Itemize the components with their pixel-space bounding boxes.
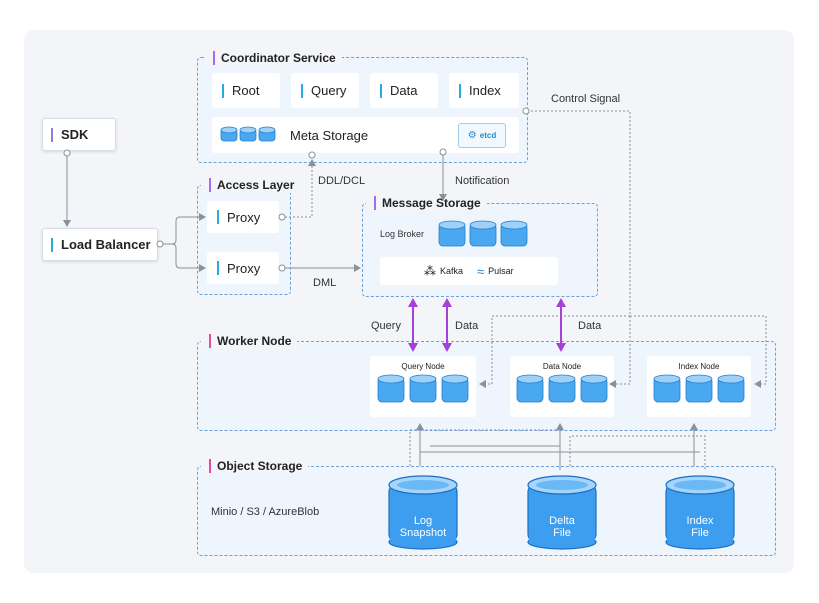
object-storage-label: Object Storage — [201, 458, 309, 474]
query-coord-label: Query — [311, 83, 347, 98]
index-coord-label: Index — [469, 83, 501, 98]
query-coord-box: Query — [291, 73, 359, 108]
data-coord-bar — [380, 83, 382, 98]
root-box: Root — [212, 73, 280, 108]
query-node-label: Query Node — [401, 362, 445, 371]
access-layer-label: Access Layer — [201, 177, 301, 193]
index-file-caption: Index File — [664, 515, 736, 539]
data-node-cylinders-icon — [516, 374, 608, 403]
data-coord-box: Data — [370, 73, 438, 108]
delta-file-line1: Delta — [549, 515, 575, 527]
data-coord-label: Data — [390, 83, 418, 98]
notification-label: Notification — [455, 175, 510, 187]
log-snapshot-caption: Log Snapshot — [387, 515, 459, 539]
index-node-cylinders-icon — [653, 374, 745, 403]
object-storage-providers-label: Minio / S3 / AzureBlob — [211, 506, 320, 518]
kafka-label: Kafka — [440, 266, 464, 276]
query-edge-label: Query — [371, 320, 401, 332]
pulsar-icon: ≈ — [477, 263, 485, 279]
coordinator-service-label: Coordinator Service — [205, 50, 342, 66]
delta-file-caption: Delta File — [526, 515, 598, 539]
proxy-box-2: Proxy — [207, 252, 279, 284]
log-snapshot-line1: Log — [413, 515, 433, 527]
worker-node-label: Worker Node — [201, 333, 298, 349]
data-node-label: Data Node — [542, 362, 582, 371]
data-edge-label-2: Data — [578, 320, 602, 332]
etcd-badge: ⚙ etcd — [458, 123, 506, 148]
root-label: Root — [232, 83, 260, 98]
load-balancer-label: Load Balancer — [61, 237, 151, 252]
sdk-bar — [51, 127, 53, 142]
log-broker-label: Log Broker — [380, 229, 425, 239]
sdk-box: SDK — [42, 118, 116, 151]
index-file-line2: File — [691, 527, 709, 539]
ddl-dcl-label: DDL/DCL — [318, 175, 366, 187]
index-file-line1: Index — [686, 515, 714, 527]
delta-file-cylinder-icon — [527, 475, 597, 550]
proxy-label-2: Proxy — [227, 260, 261, 276]
load-balancer-box: Load Balancer — [42, 228, 158, 261]
dml-label: DML — [313, 277, 337, 289]
data-edge-label-1: Data — [455, 320, 479, 332]
meta-storage-label: Meta Storage — [290, 127, 369, 143]
index-coord-bar — [459, 83, 461, 98]
proxy-bar-2 — [217, 261, 219, 275]
index-node-label: Index Node — [678, 362, 720, 371]
meta-storage-cylinders-icon — [220, 126, 276, 142]
control-signal-label: Control Signal — [551, 93, 621, 105]
meta-storage-box: Meta Storage ⚙ etcd — [212, 117, 519, 153]
message-storage-label: Message Storage — [366, 195, 487, 211]
query-node-cylinders-icon — [377, 374, 469, 403]
log-snapshot-cylinder-icon — [388, 475, 458, 550]
delta-file-line2: File — [553, 527, 571, 539]
query-coord-bar — [301, 83, 303, 98]
etcd-logo-icon: ⚙ — [467, 130, 477, 141]
etcd-label: etcd — [479, 131, 497, 140]
proxy-bar-1 — [217, 210, 219, 224]
proxy-label-1: Proxy — [227, 209, 261, 225]
pulsar-label: Pulsar — [488, 266, 514, 276]
index-coord-box: Index — [449, 73, 519, 108]
root-bar — [222, 83, 224, 98]
sdk-label: SDK — [61, 127, 89, 142]
load-balancer-bar — [51, 237, 53, 252]
log-broker-cylinders-icon — [438, 220, 528, 247]
index-file-cylinder-icon — [665, 475, 735, 550]
log-snapshot-line2: Snapshot — [399, 527, 447, 539]
broker-options-box: ⁂ Kafka ≈ Pulsar — [380, 257, 558, 285]
proxy-box-1: Proxy — [207, 201, 279, 233]
kafka-icon: ⁂ — [424, 264, 436, 278]
